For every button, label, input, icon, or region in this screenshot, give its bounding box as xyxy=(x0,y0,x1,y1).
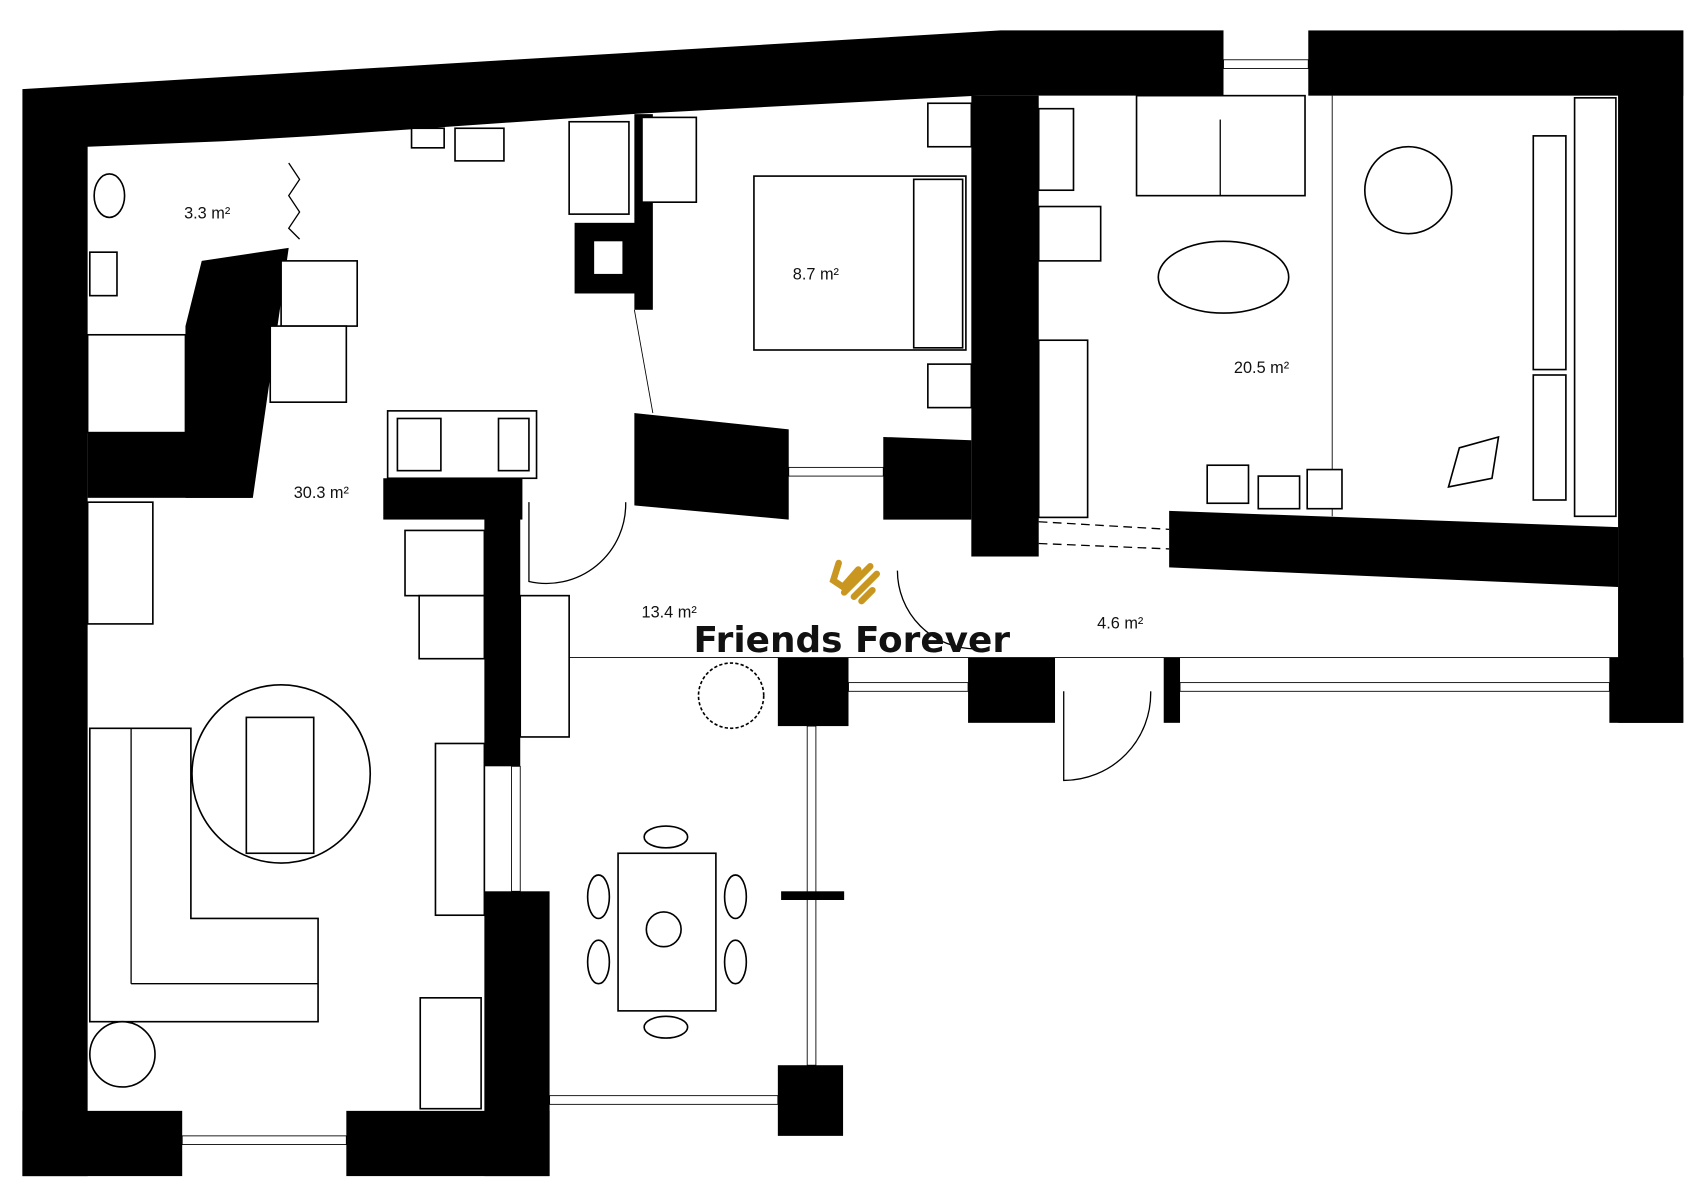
area-label-bathroom: 3.3 m² xyxy=(184,204,231,222)
doors xyxy=(287,162,1170,782)
area-label-bedroom: 8.7 m² xyxy=(793,265,840,283)
furniture xyxy=(86,94,1617,1110)
windows xyxy=(181,59,1619,1145)
area-label-hallway: 4.6 m² xyxy=(1097,614,1144,632)
walls xyxy=(22,30,1684,1177)
brand-name: Friends Forever xyxy=(693,620,1010,661)
brand-logo-icon xyxy=(829,559,881,605)
area-label-dining: 13.4 m² xyxy=(642,603,698,621)
area-label-large-room: 20.5 m² xyxy=(1234,359,1290,377)
room-labels: 3.3 m² 30.3 m² 8.7 m² 20.5 m² 13.4 m² 4.… xyxy=(184,204,1290,632)
area-label-living-kitchen: 30.3 m² xyxy=(294,484,350,502)
